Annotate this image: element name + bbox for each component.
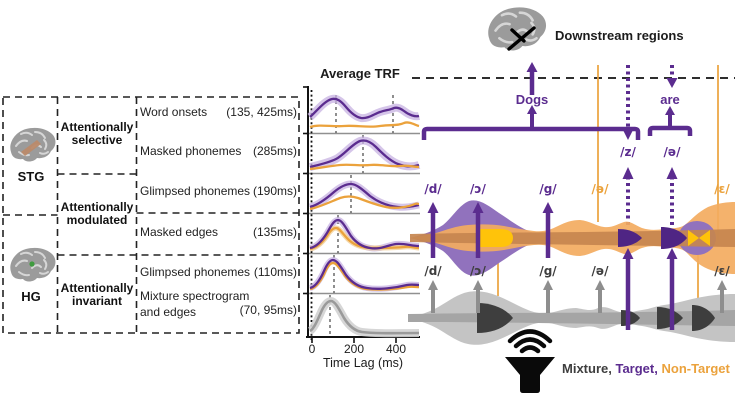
feature-label: Masked phonemes bbox=[140, 144, 242, 158]
nontarget-phoneme-schwa: /ə/ bbox=[591, 182, 609, 196]
mixture-phoneme-arrows bbox=[428, 280, 727, 313]
legend-target: Target, bbox=[615, 361, 658, 376]
x-tick-400: 400 bbox=[385, 342, 407, 356]
topdown-feedback-arrows bbox=[622, 65, 678, 140]
region-label-stg: STG bbox=[17, 169, 45, 184]
feature-latency: (135ms) bbox=[252, 225, 297, 239]
target-phoneme-arrows bbox=[427, 202, 554, 258]
attention-group-modulated: Attentionally modulated bbox=[60, 200, 134, 227]
target-phoneme-d: /d/ bbox=[424, 182, 442, 196]
restored-phoneme-arrows bbox=[622, 167, 678, 225]
feature-latency: (190ms) bbox=[252, 184, 297, 198]
restored-phoneme-z: /z/ bbox=[620, 145, 636, 159]
target-phoneme-open-o: /ɔ/ bbox=[470, 182, 486, 196]
feature-label: Glimpsed phonemes bbox=[140, 184, 251, 198]
hg-brain-icon bbox=[9, 246, 57, 283]
trf-curves bbox=[307, 94, 421, 338]
left-panel-grid bbox=[2, 96, 300, 334]
feature-label: Glimpsed phonemes bbox=[140, 265, 251, 279]
speaker-icon bbox=[505, 329, 555, 393]
restored-phoneme-schwa: /ə/ bbox=[663, 145, 681, 159]
nontarget-phoneme-epsilon: /ɛ/ bbox=[714, 182, 730, 196]
feature-latency: (285ms) bbox=[252, 144, 297, 158]
word-arrows bbox=[526, 62, 675, 129]
feature-label: Mixture spectrogram and edges bbox=[140, 289, 250, 319]
word-label-dogs: Dogs bbox=[515, 92, 549, 107]
masked-target-arrows bbox=[622, 248, 678, 330]
x-axis-label: Time Lag (ms) bbox=[322, 356, 404, 370]
mixture-waveform bbox=[408, 291, 735, 345]
target-phoneme-g: /g/ bbox=[539, 182, 557, 196]
downstream-regions-label: Downstream regions bbox=[555, 28, 684, 43]
mixture-phoneme-schwa: /ə/ bbox=[591, 264, 609, 278]
word-brackets bbox=[421, 125, 693, 140]
stream-waveform bbox=[410, 200, 735, 276]
mixture-phoneme-open-o: /ɔ/ bbox=[470, 264, 486, 278]
word-label-are: are bbox=[660, 92, 680, 107]
x-tick-200: 200 bbox=[343, 342, 365, 356]
feature-label: Word onsets bbox=[140, 105, 208, 119]
feature-label: Masked edges bbox=[140, 225, 219, 239]
mixture-phoneme-g: /g/ bbox=[539, 264, 557, 278]
stg-brain-icon bbox=[9, 126, 57, 163]
feature-latency: (70, 95ms) bbox=[239, 303, 297, 317]
feature-latency: (110ms) bbox=[253, 265, 297, 279]
trf-title: Average TRF bbox=[320, 66, 400, 81]
mixture-phoneme-d: /d/ bbox=[424, 264, 442, 278]
legend-mixture: Mixture, bbox=[562, 361, 612, 376]
trf-axes bbox=[303, 86, 420, 343]
mixture-phoneme-epsilon: /ɛ/ bbox=[714, 264, 730, 278]
region-label-hg: HG bbox=[21, 289, 41, 304]
attention-group-invariant: Attentionally invariant bbox=[60, 281, 134, 308]
stream-legend: Mixture, Target, Non-Target bbox=[562, 361, 730, 377]
attention-group-selective: Attentionally selective bbox=[60, 120, 134, 147]
feature-latency: (135, 425ms) bbox=[226, 105, 297, 119]
x-tick-0: 0 bbox=[308, 342, 316, 356]
legend-nontarget: Non-Target bbox=[661, 361, 730, 376]
downstream-brain-icon bbox=[486, 6, 548, 52]
